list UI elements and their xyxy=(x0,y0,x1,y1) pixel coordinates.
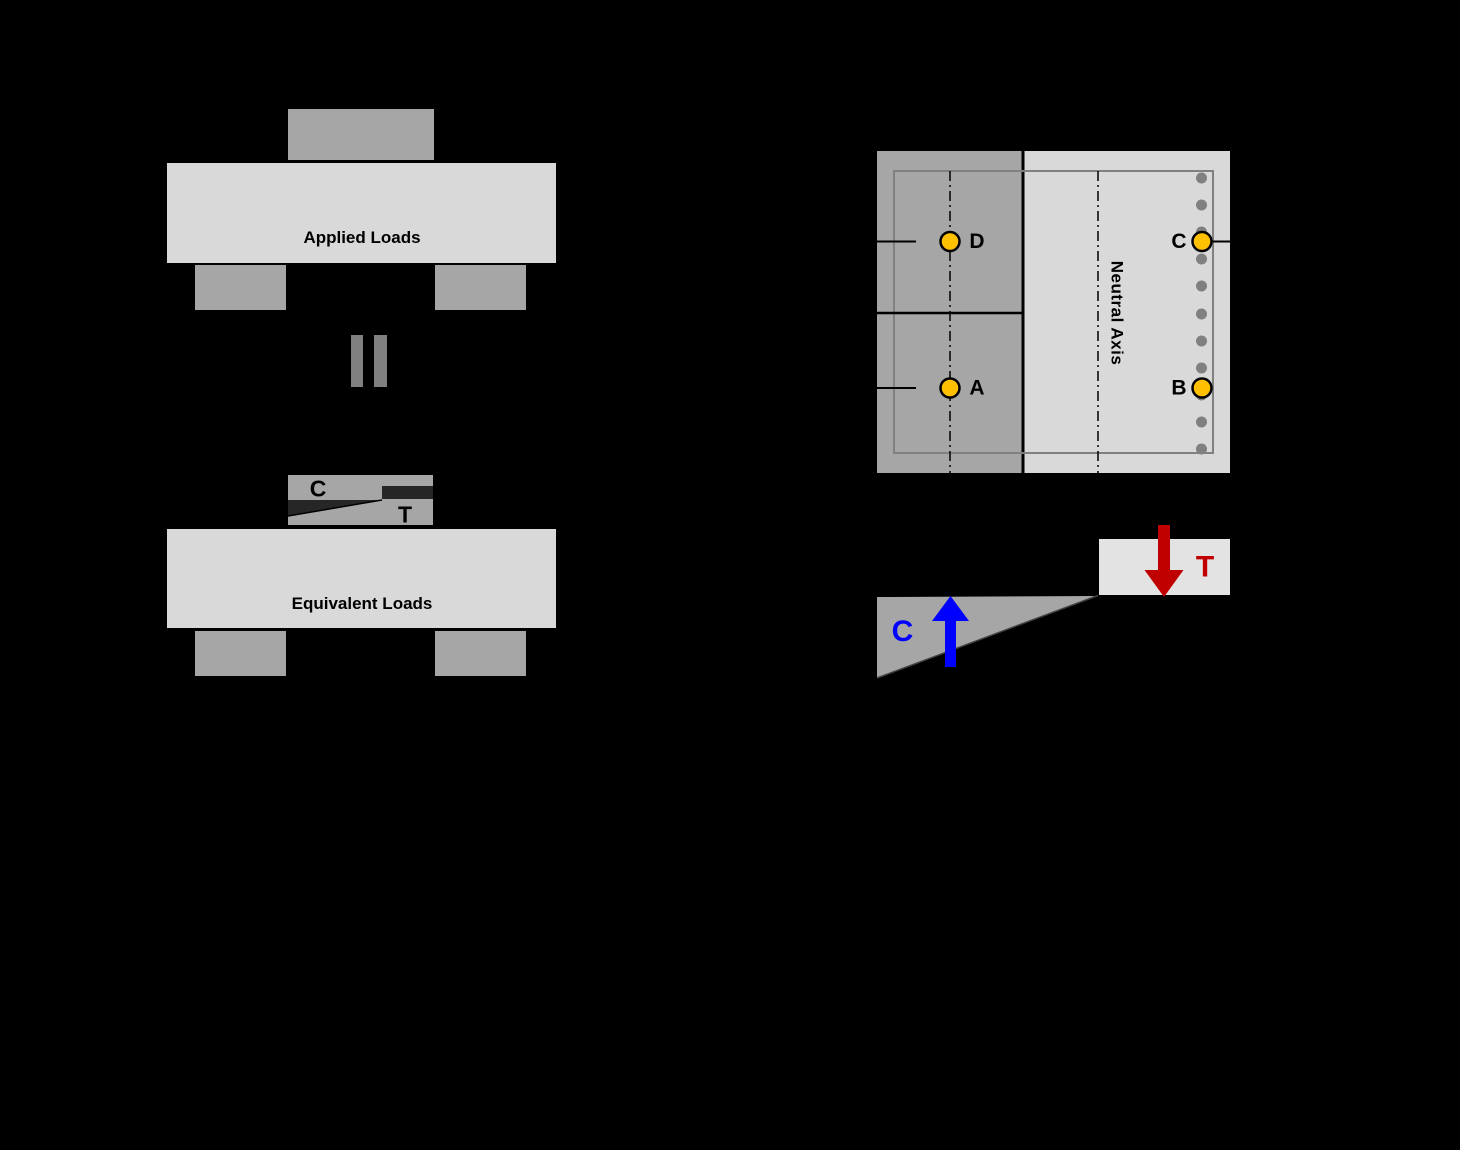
rebar-dot xyxy=(1196,253,1207,265)
stress-block-shapes xyxy=(287,486,433,517)
rebar-dot xyxy=(1196,362,1207,374)
tension-strip xyxy=(382,486,433,499)
point-marker-a xyxy=(939,377,961,399)
equivalent-loads-label: Equivalent Loads xyxy=(291,594,433,613)
point-label-d: D xyxy=(969,230,984,253)
equals-icon xyxy=(351,335,363,387)
equals-icon xyxy=(374,335,387,387)
cross-section-tension-zone xyxy=(1023,151,1230,473)
applied-support-right xyxy=(435,265,526,310)
point-label-a: A xyxy=(969,377,984,400)
rebar-dot xyxy=(1196,199,1207,211)
point-marker-b xyxy=(1191,377,1213,399)
compression-resultant-label: C xyxy=(892,615,914,648)
cross-section-diagram: D A C B Neutral Axis xyxy=(877,151,1231,473)
rebar-dot xyxy=(1196,172,1207,184)
applied-support-left xyxy=(195,265,286,310)
tension-resultant-label: T xyxy=(1196,551,1214,584)
applied-loads-label: Applied Loads xyxy=(303,228,421,247)
force-resultant-diagram: C T xyxy=(876,525,1230,679)
compression-arrow-head xyxy=(932,596,969,621)
compression-arrow-icon xyxy=(932,596,969,667)
point-label-c: C xyxy=(1171,230,1186,253)
rebar-dot-column xyxy=(1196,172,1207,455)
stress-block-tension-label: T xyxy=(397,501,413,528)
point-marker-d xyxy=(939,230,961,253)
equivalent-loads-beam xyxy=(167,529,556,628)
rebar-dot xyxy=(1196,443,1207,455)
point-marker-c xyxy=(1191,230,1213,253)
rebar-dot xyxy=(1196,280,1207,292)
tension-arrow-shaft xyxy=(1158,525,1170,571)
tension-arrow-head xyxy=(1144,570,1184,597)
applied-loads-beam xyxy=(167,163,556,263)
rebar-dot xyxy=(1196,416,1207,428)
rebar-dot xyxy=(1196,335,1207,347)
tension-arrow-icon xyxy=(1144,525,1184,597)
stress-triangle-hypotenuse xyxy=(876,594,1099,679)
equivalent-support-left xyxy=(195,631,286,676)
equivalent-support-right xyxy=(435,631,526,676)
neutral-axis-label: Neutral Axis xyxy=(1108,261,1127,366)
compression-arrow-shaft xyxy=(945,619,956,667)
rebar-dot xyxy=(1196,308,1207,320)
point-label-b: B xyxy=(1171,377,1186,400)
wedge-hypotenuse-line xyxy=(287,499,383,517)
stress-block-compression-label: C xyxy=(309,475,327,502)
applied-load-block xyxy=(288,109,434,160)
